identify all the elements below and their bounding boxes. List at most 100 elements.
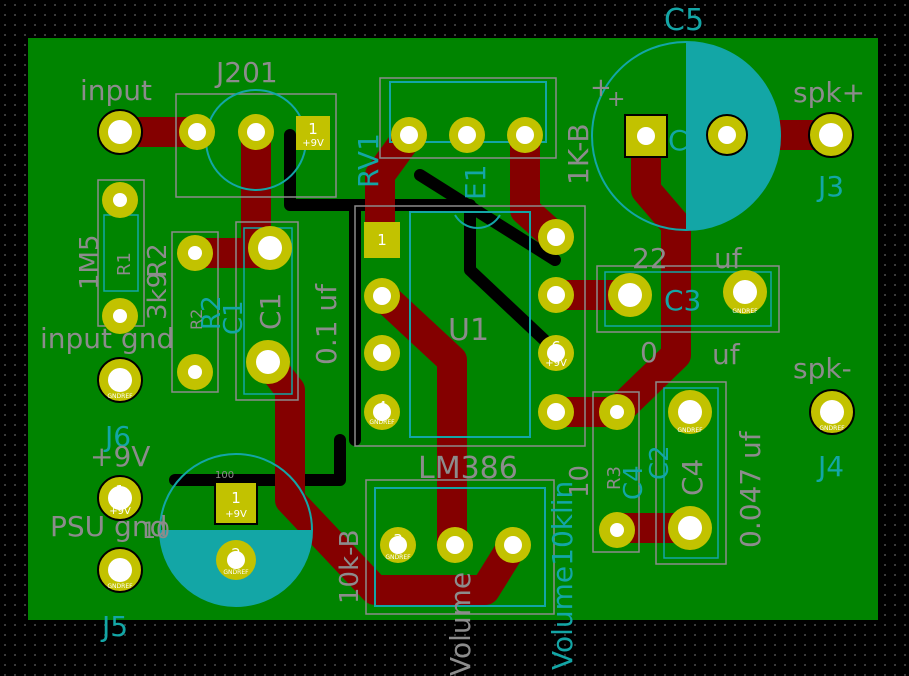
pad-j201-3-number: 3 [192, 123, 202, 141]
pad-u1-3-number: 3 [377, 344, 387, 362]
pad-c3-1[interactable]: 1 [608, 273, 652, 317]
pad-rv1-3[interactable]: 3 [507, 117, 543, 153]
pad-vol-1[interactable]: 1 [495, 527, 531, 563]
pad-j4-1-number: 1 [827, 398, 837, 416]
label-j201: J201 [214, 56, 278, 89]
c4-outline [655, 381, 727, 565]
label-r3-value: 10 [565, 465, 595, 498]
label-c2-ref: C2 [645, 445, 675, 480]
pad-psu-gnd-1-number: 1 [115, 556, 125, 574]
pad-j201-3[interactable]: 3 [179, 114, 215, 150]
label-c7-value: 10 [142, 519, 170, 544]
pad-j3-1-number: 1 [826, 126, 836, 144]
pad-j201-1-net: +9V [302, 138, 324, 149]
r2-outline [171, 231, 219, 393]
pad-c4-1[interactable]: 1 [668, 506, 712, 550]
label-c2-value-b: uf [712, 338, 741, 371]
pad-u1-5[interactable]: 5 [538, 394, 574, 430]
label-vol-value: 10k-B [335, 530, 365, 604]
pad-u1-4-net: GNDREF [369, 419, 395, 426]
pad-u1-1[interactable]: 1 [364, 222, 400, 258]
pad-psu-9v-1-net: +9V [109, 506, 131, 517]
trace-u1-vol [367, 280, 467, 560]
pad-u1-3[interactable]: 3 [364, 335, 400, 371]
pad-input-1-number: 1 [115, 123, 125, 141]
label-c5-plus: + [590, 73, 612, 103]
pad-j6-1-net: GNDREF [107, 393, 133, 400]
pad-psu-gnd-1[interactable]: 1 GNDREF [97, 547, 143, 593]
pad-c4-2[interactable]: 2 GNDREF [668, 390, 712, 434]
pad-j201-1-number: 1 [308, 120, 318, 138]
pad-psu-9v-1-number: 1 [115, 482, 125, 500]
pad-j6-1[interactable]: 1 GNDREF [97, 357, 143, 403]
pad-u1-2[interactable]: 2 [364, 278, 400, 314]
label-rv1-value: 1K-B [562, 123, 595, 185]
label-r2-fab: R2 [187, 309, 206, 330]
pad-vol-3-net: GNDREF [385, 554, 411, 561]
pad-c3-2-net: GNDREF [732, 308, 758, 315]
c4-outline-fab [663, 387, 719, 559]
trace-c1-u1-vol [253, 347, 528, 605]
u1-body [409, 211, 531, 438]
pad-j6-1-number: 1 [115, 366, 125, 384]
label-r1-fab: R1 [114, 252, 135, 276]
pad-r1-1[interactable] [102, 182, 138, 218]
label-c1-value: 0.1 uf [310, 283, 343, 365]
pad-u1-4[interactable]: 4 GNDREF [364, 394, 400, 430]
pad-u1-2-number: 2 [377, 287, 387, 305]
pad-j4-1[interactable]: 1 GNDREF [809, 389, 855, 435]
pad-c5-2[interactable]: 2 [706, 114, 748, 156]
pad-r3-1[interactable] [599, 394, 635, 430]
c3-outline-fab [604, 271, 772, 327]
label-j6: J6 [103, 420, 131, 453]
pad-u1-8[interactable]: 8 [538, 219, 574, 255]
label-c4-ref-b: C4 [676, 459, 709, 496]
pad-psu-9v-1[interactable]: 1 +9V [97, 475, 143, 521]
pad-rv1-2-number: 2 [462, 126, 472, 144]
pad-u1-6[interactable]: 6 +9V [538, 335, 574, 371]
pad-c4-2-number: 2 [685, 398, 695, 416]
pad-j201-1[interactable]: 1 +9V [296, 116, 330, 150]
label-c2-value-a: 0 [640, 336, 658, 369]
pad-r1-2[interactable] [102, 298, 138, 334]
pad-u1-1-number: 1 [377, 231, 387, 249]
pad-c6-1[interactable]: 1 +9V [214, 481, 258, 525]
pad-rv1-1[interactable]: 1 [391, 117, 427, 153]
pad-r2-1[interactable] [177, 235, 213, 271]
pad-c5-1[interactable]: 1 [624, 114, 668, 158]
pad-r2-2[interactable] [177, 354, 213, 390]
pad-r3-2[interactable] [599, 512, 635, 548]
pad-c1-2-number: 2 [265, 239, 275, 257]
j201-outline [175, 93, 337, 198]
pad-j201-2[interactable]: 2 [238, 114, 274, 150]
label-c5: C5 [664, 3, 704, 38]
label-j3: J3 [816, 170, 844, 203]
pad-c6-2[interactable]: 2 GNDREF [216, 540, 256, 580]
pad-rv1-2[interactable]: 2 [449, 117, 485, 153]
label-c5-fab: C [668, 124, 688, 157]
label-j5: J5 [100, 610, 128, 643]
pad-c3-2[interactable]: 2 GNDREF [723, 270, 767, 315]
pad-c1-1[interactable]: 1 [246, 340, 290, 384]
label-r3-fab: R3 [604, 466, 625, 490]
pad-j3-1[interactable]: 1 [808, 112, 854, 158]
pad-vol-3-number: 3 [393, 531, 403, 549]
label-r2-ref-a: R2 [143, 243, 173, 278]
pad-c1-1-number: 1 [263, 353, 273, 371]
pad-vol-2[interactable]: 2 [437, 527, 473, 563]
pad-c1-2[interactable]: 2 [248, 226, 292, 270]
label-r2-value: 3k9 [143, 272, 173, 320]
pad-u1-7[interactable]: 7 [538, 277, 574, 313]
label-c1-ref-a: C1 [219, 300, 249, 335]
pad-c3-1-number: 1 [625, 286, 635, 304]
label-lm386: LM386 [418, 451, 518, 486]
label-r2-ref-b: R2 [197, 295, 227, 330]
pad-c6-1-net: +9V [225, 509, 247, 520]
pad-vol-3[interactable]: 3 GNDREF [380, 527, 416, 563]
pad-c3-2-number: 2 [740, 279, 750, 297]
pad-c4-1-number: 1 [685, 519, 695, 537]
label-c4-ref-a: C4 [619, 465, 649, 500]
pad-input-1[interactable]: 1 [97, 109, 143, 155]
silkscreen-text: input J201 RV1 C5 spk+ + + C J3 1M5 R1 R… [40, 3, 865, 676]
pad-c6-1-number: 1 [231, 489, 241, 507]
